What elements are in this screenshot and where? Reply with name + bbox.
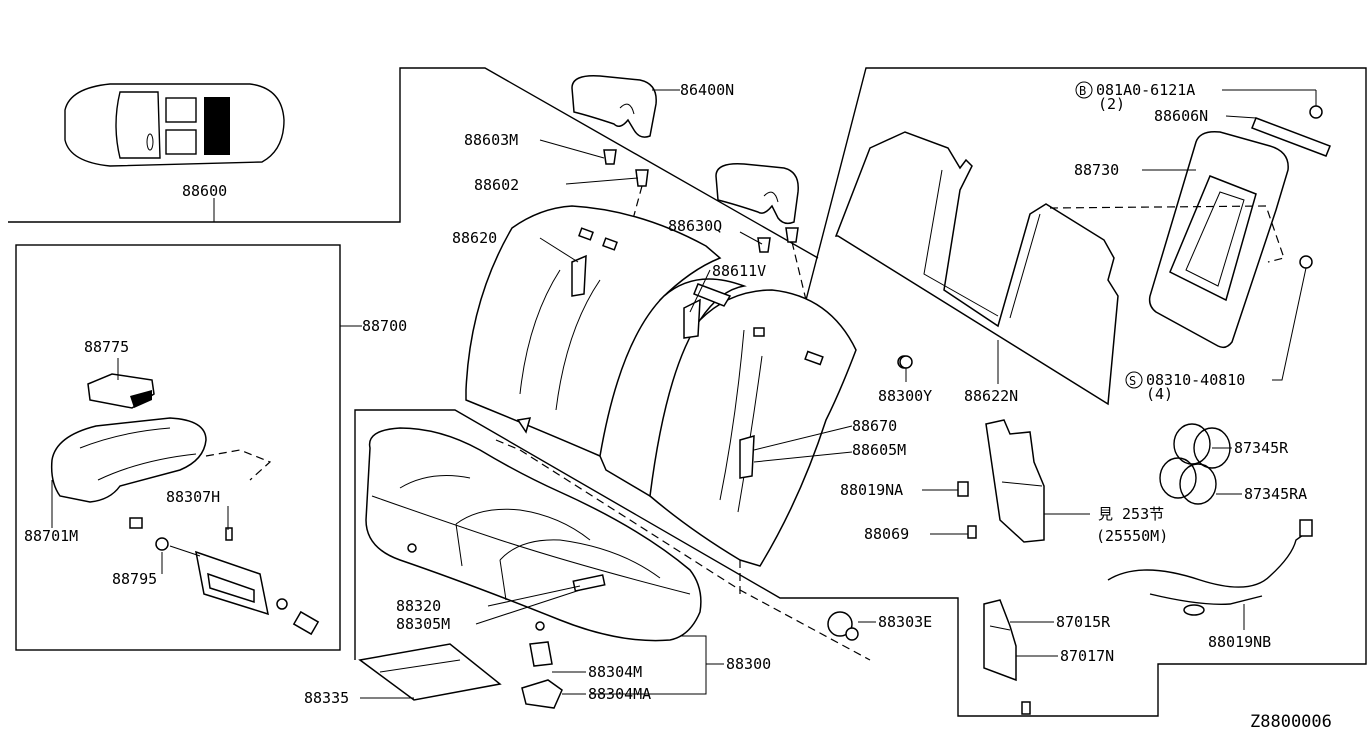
headrest-right [715, 163, 799, 225]
label-88602[interactable]: 88602 [474, 176, 519, 194]
label-88620[interactable]: 88620 [452, 229, 497, 247]
label-88670[interactable]: 88670 [852, 417, 897, 435]
label-081A0-circle: B [1079, 84, 1086, 98]
label-88303E[interactable]: 88303E [878, 613, 932, 631]
label-88611V[interactable]: 88611V [712, 262, 766, 280]
label-88795[interactable]: 88795 [112, 570, 157, 588]
label-88605M[interactable]: 88605M [852, 441, 906, 459]
label-88335[interactable]: 88335 [304, 689, 349, 707]
diagram-id: Z8800006 [1250, 712, 1332, 732]
label-88069[interactable]: 88069 [864, 525, 909, 543]
label-88701M[interactable]: 88701M [24, 527, 78, 545]
label-88304M[interactable]: 88304M [588, 663, 642, 681]
armrest-icon [50, 417, 272, 503]
label-08310-40810[interactable]: 08310-40810 [1146, 371, 1245, 389]
label-87345RA[interactable]: 87345RA [1244, 485, 1307, 503]
seat-side-trim-icon [957, 419, 1045, 543]
label-08310-circle: S [1129, 374, 1136, 388]
label-88320[interactable]: 88320 [396, 597, 441, 615]
clip-88303E-icon [827, 611, 859, 641]
headrest-left [571, 75, 657, 138]
label-88606N[interactable]: 88606N [1154, 107, 1208, 125]
grommet-88300Y-icon [899, 355, 913, 369]
label-87015R[interactable]: 87015R [1056, 613, 1111, 631]
label-86400N[interactable]: 86400N [680, 81, 734, 99]
label-88019NA[interactable]: 88019NA [840, 481, 903, 499]
seat-cushion-icon [365, 417, 702, 642]
armrest-lid-icon [87, 373, 155, 409]
back-frame-icon [1049, 105, 1331, 349]
part-labels: 86400N 88603M 88602 88630Q 88620 88611V … [24, 81, 1332, 732]
label-87345R[interactable]: 87345R [1234, 439, 1289, 457]
leader-lines [51, 89, 1317, 699]
label-081A0-qty: (2) [1098, 95, 1125, 113]
label-25550M[interactable]: (25550M) [1096, 527, 1168, 545]
label-88300Y[interactable]: 88300Y [878, 387, 932, 405]
label-88300[interactable]: 88300 [726, 655, 771, 673]
label-88305M[interactable]: 88305M [396, 615, 450, 633]
screw-circle-icon [1125, 371, 1143, 389]
label-88600[interactable]: 88600 [182, 182, 227, 200]
vehicle-locator-icon [64, 83, 285, 167]
armrest-hinge-icon [129, 517, 320, 636]
label-88630Q[interactable]: 88630Q [668, 217, 722, 235]
label-88019NB[interactable]: 88019NB [1208, 633, 1271, 651]
label-88775[interactable]: 88775 [84, 338, 129, 356]
child-anchor-trim-icon [983, 599, 1031, 715]
label-88622N[interactable]: 88622N [964, 387, 1018, 405]
label-88730[interactable]: 88730 [1074, 161, 1119, 179]
seat-back-icon [465, 205, 857, 567]
pad-88335-icon [358, 643, 502, 701]
label-see-253[interactable]: 見 253节 [1098, 505, 1164, 523]
hook-88304M-icon [521, 641, 563, 709]
label-87017N[interactable]: 87017N [1060, 647, 1114, 665]
wire-harness-icon [1107, 519, 1313, 616]
label-88700[interactable]: 88700 [362, 317, 407, 335]
label-88603M[interactable]: 88603M [464, 131, 518, 149]
label-08310-qty: (4) [1146, 385, 1173, 403]
bolt-circle-icon [1075, 81, 1093, 99]
label-081A0-6121A[interactable]: 081A0-6121A [1096, 81, 1195, 99]
diagram-frames [8, 67, 1367, 717]
bracket-87345-icon [1159, 423, 1231, 505]
label-88307H[interactable]: 88307H [166, 488, 220, 506]
label-88304MA[interactable]: 88304MA [588, 685, 651, 703]
